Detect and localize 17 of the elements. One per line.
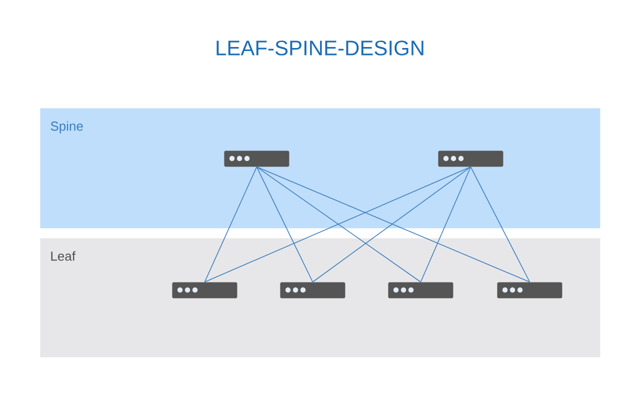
link-line — [420, 166, 472, 282]
network-switch — [172, 282, 238, 298]
network-switch — [438, 150, 504, 167]
link-line — [256, 166, 530, 282]
link-line — [470, 166, 530, 282]
layer-band: Leaf — [40, 238, 600, 358]
link-line — [256, 166, 314, 282]
link-line — [312, 166, 472, 282]
link-line — [204, 166, 472, 282]
network-switch — [224, 150, 290, 167]
network-switch — [280, 282, 346, 298]
network-switch — [388, 282, 454, 298]
network-switch — [497, 282, 562, 298]
link-line — [204, 166, 258, 282]
link-line — [256, 166, 422, 282]
layer-band: Spine — [40, 108, 600, 228]
title: LEAF-SPINE-DESIGN — [216, 40, 424, 56]
